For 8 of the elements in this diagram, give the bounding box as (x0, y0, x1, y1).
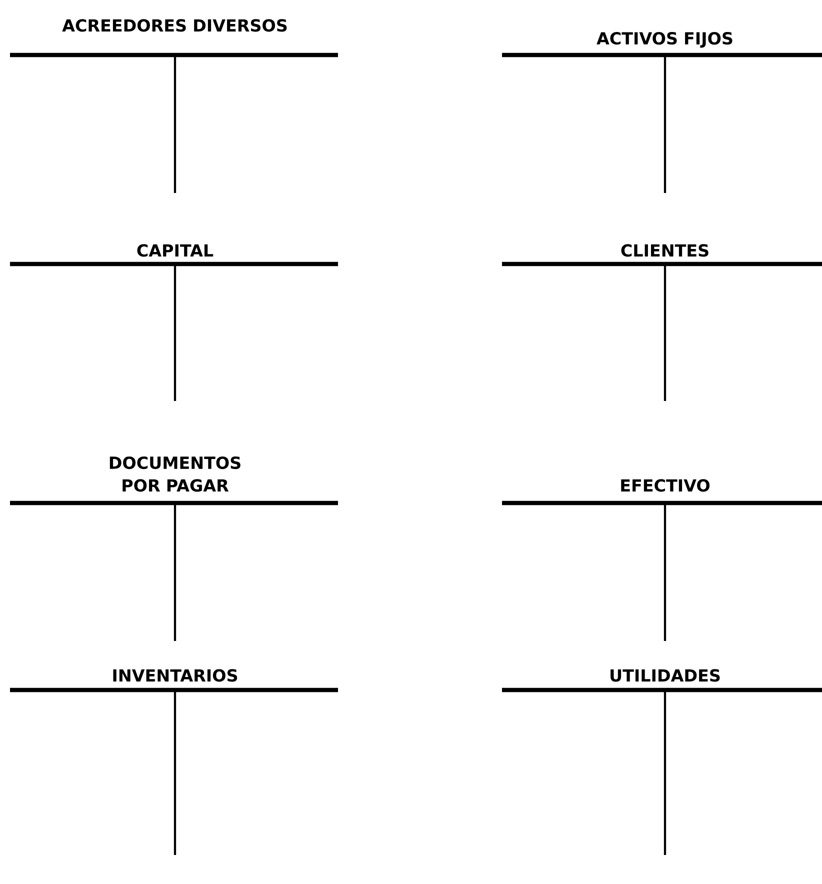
t-account: EFECTIVO (502, 479, 822, 641)
t-account: CAPITAL (10, 244, 338, 401)
t-account: ACTIVOS FIJOS (502, 32, 822, 193)
t-account: INVENTARIOS (10, 669, 338, 855)
t-account: DOCUMENTOS POR PAGAR (10, 456, 338, 641)
t-account: ACREEDORES DIVERSOS (10, 19, 338, 193)
t-account: UTILIDADES (502, 669, 822, 855)
t-account: CLIENTES (502, 244, 822, 401)
